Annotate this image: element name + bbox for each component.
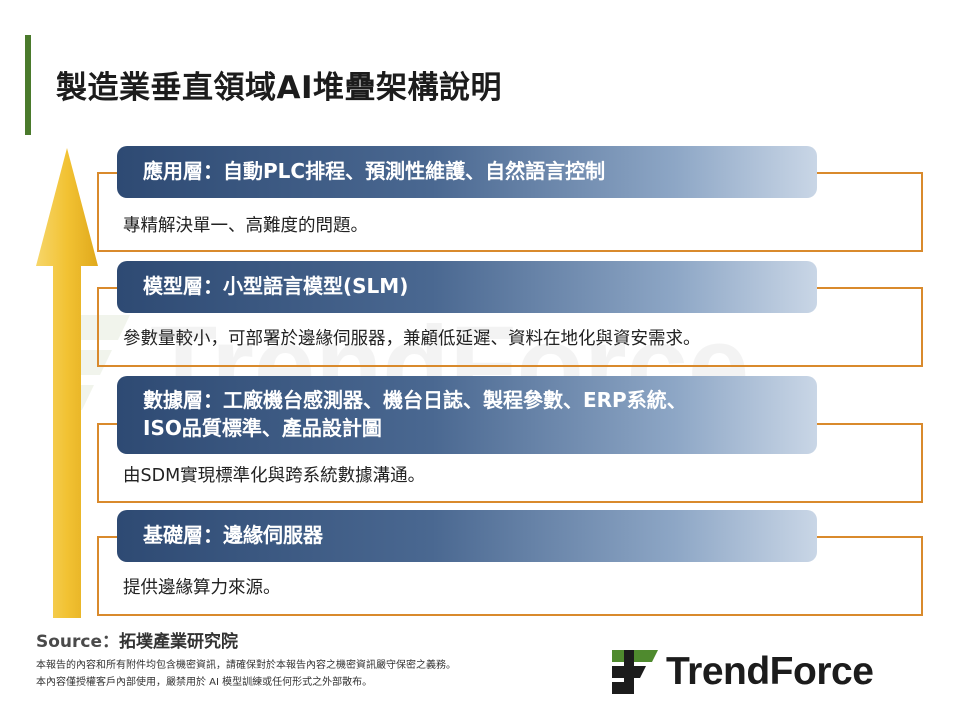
trendforce-logo-mark-icon bbox=[612, 650, 658, 694]
layer-head-infrastructure: 基礎層：邊緣伺服器 bbox=[117, 510, 817, 562]
layer-head-data-line1: 數據層：工廠機台感測器、機台日誌、製程參數、ERP系統、 bbox=[143, 388, 687, 412]
layer-head-application: 應用層：自動PLC排程、預測性維護、自然語言控制 bbox=[117, 146, 817, 198]
layer-head-model: 模型層：小型語言模型(SLM) bbox=[117, 261, 817, 313]
disclaimer-line-1: 本報告的內容和所有附件均包含機密資訊，請確保對於本報告內容之機密資訊嚴守保密之義… bbox=[36, 660, 456, 671]
layer-desc-application: 專精解決單一、高難度的問題。 bbox=[123, 216, 368, 236]
trendforce-logo-text: TrendForce bbox=[666, 650, 874, 693]
upward-arrow-icon bbox=[36, 148, 98, 618]
layer-head-data-line2: ISO品質標準、產品設計圖 bbox=[143, 416, 382, 440]
layer-desc-infrastructure: 提供邊緣算力來源。 bbox=[123, 578, 281, 598]
source-label: Source： bbox=[36, 632, 120, 652]
page-title: 製造業垂直領域AI堆疊架構說明 bbox=[56, 70, 503, 106]
source-line: Source：拓墣產業研究院 bbox=[36, 627, 238, 652]
disclaimer: 本報告的內容和所有附件均包含機密資訊，請確保對於本報告內容之機密資訊嚴守保密之義… bbox=[36, 657, 456, 691]
trendforce-logo: TrendForce bbox=[610, 648, 930, 696]
layer-head-data: 數據層：工廠機台感測器、機台日誌、製程參數、ERP系統、 ISO品質標準、產品設… bbox=[117, 376, 817, 454]
layer-desc-data: 由SDM實現標準化與跨系統數據溝通。 bbox=[123, 466, 426, 486]
title-accent-bar bbox=[25, 35, 31, 135]
layer-desc-model: 參數量較小，可部署於邊緣伺服器，兼顧低延遲、資料在地化與資安需求。 bbox=[123, 329, 701, 349]
source-value: 拓墣產業研究院 bbox=[119, 632, 239, 652]
disclaimer-line-2: 本內容僅授權客戶內部使用，嚴禁用於 AI 模型訓練或任何形式之外部散布。 bbox=[36, 677, 373, 688]
